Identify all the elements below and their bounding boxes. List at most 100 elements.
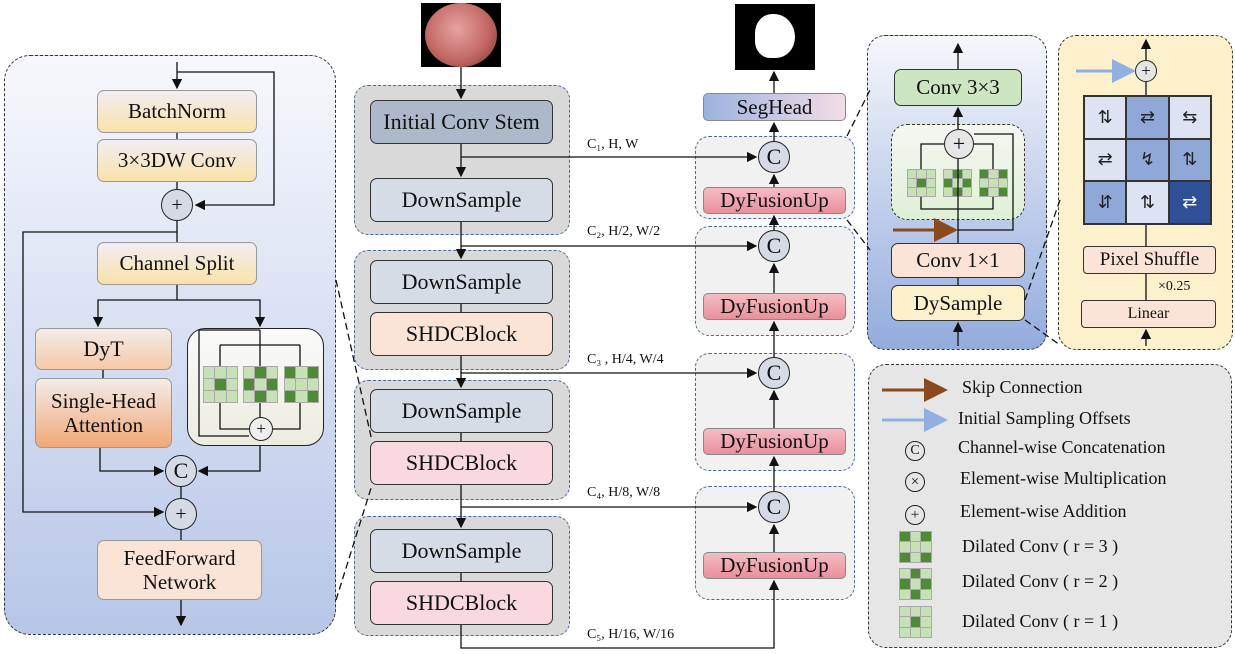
add-node-dilated: + (249, 417, 273, 441)
conv1-label: Conv 1×1 (916, 248, 1000, 273)
dilated-r1-icon (899, 606, 932, 638)
downsample-block-3: DownSample (370, 389, 553, 433)
dilated-r2-icon (899, 568, 932, 600)
scale-factor-label: ×0.25 (1158, 279, 1191, 294)
concat-icon: C (766, 494, 782, 519)
segmentation-mask (755, 14, 795, 58)
dyfusionup-label: DyFusionUp (720, 429, 829, 454)
offset-cell: ⇅ (1084, 96, 1127, 139)
seghead-block: SegHead (703, 93, 846, 121)
dilated-r2-icon (243, 366, 278, 403)
downsample-block-2: DownSample (370, 260, 553, 304)
legend-label-r3: Dilated Conv ( r = 3 ) (962, 536, 1119, 556)
pixel-shuffle-block: Pixel Shuffle (1083, 246, 1216, 274)
offset-cell: ⇄ (1168, 181, 1211, 224)
dyfusionup-label: DyFusionUp (720, 294, 829, 319)
concat-icon: C (766, 360, 782, 385)
dilated-r3-icon (284, 366, 319, 403)
offset-cell: ↯ (1126, 138, 1169, 182)
offset-cell: ⇆ (1168, 96, 1211, 139)
dyt-label: DyT (83, 336, 124, 362)
concat-node-dec-3: C (758, 357, 790, 389)
legend-label-offsets: Initial Sampling Offsets (958, 408, 1131, 428)
input-image (421, 3, 501, 67)
ffn-block: FeedForward Network (97, 540, 262, 600)
stem-label: Initial Conv Stem (383, 109, 540, 135)
skip-label-2: C₂, H/2, W/2 (587, 224, 661, 239)
channel-split-block: Channel Split (97, 242, 257, 285)
dwconv-label: 3×3DW Conv (117, 148, 237, 173)
dilated-r1-icon (203, 366, 238, 403)
add-node-1: + (161, 189, 193, 221)
dilated-r2-icon (943, 169, 972, 197)
concat-node: C (165, 455, 197, 487)
offset-cell: ⇄ (1084, 138, 1127, 182)
add-icon: + (1141, 61, 1151, 80)
offset-cell: ⇅ (1168, 138, 1211, 182)
add-icon: + (905, 505, 925, 525)
linear-label: Linear (1127, 304, 1170, 322)
conv1x1-block: Conv 1×1 (891, 243, 1025, 278)
dyt-block: DyT (35, 328, 172, 370)
add-node-dysample: + (1135, 60, 1157, 82)
dysample-label: DySample (913, 290, 1003, 315)
concat-icon: C (173, 458, 189, 483)
attention-block: Single-Head Attention (35, 378, 172, 448)
downsample-block-1: DownSample (370, 178, 553, 222)
conv3-label: Conv 3×3 (916, 75, 1000, 100)
pixel-shuffle-label: Pixel Shuffle (1099, 249, 1200, 271)
ffn-label: FeedForward Network (123, 545, 236, 594)
output-mask-image (735, 4, 815, 70)
add-icon: + (171, 193, 183, 216)
downsample-label: DownSample (401, 187, 522, 213)
legend-label-r1: Dilated Conv ( r = 1 ) (962, 611, 1119, 631)
downsample-label: DownSample (401, 398, 522, 424)
concat-symbol: C (910, 443, 920, 458)
shdc-block-4: SHDCBlock (370, 581, 553, 625)
shdc-block-3: SHDCBlock (370, 441, 553, 485)
downsample-label: DownSample (401, 269, 522, 295)
offset-cell: ⇅ (1126, 181, 1169, 224)
batchnorm-label: BatchNorm (128, 99, 226, 124)
seghead-label: SegHead (736, 94, 813, 119)
legend-label-add: Element-wise Addition (960, 501, 1127, 521)
dyfusionup-block-4: DyFusionUp (703, 552, 846, 579)
skip-label-4: C₄, H/8, W/8 (587, 485, 661, 500)
add-icon: + (175, 502, 187, 525)
concat-icon: C (766, 144, 782, 169)
skip-label-3: C₃ , H/4, W/4 (587, 352, 664, 367)
multiply-symbol: × (910, 473, 920, 490)
dyfusionup-block-3: DyFusionUp (703, 428, 846, 455)
concat-node-dec-2: C (758, 230, 790, 262)
dyfusionup-label: DyFusionUp (720, 188, 829, 213)
dyfusionup-block-2: DyFusionUp (703, 293, 846, 320)
conv3x3-block: Conv 3×3 (894, 69, 1022, 106)
dilated-r1-icon (907, 169, 936, 197)
downsample-label: DownSample (401, 538, 522, 564)
offset-cell: ⇵ (1084, 181, 1127, 224)
downsample-block-4: DownSample (370, 529, 553, 573)
add-icon: + (256, 419, 266, 438)
legend-label-concat: Channel-wise Concatenation (958, 437, 1166, 457)
shdc-label: SHDCBlock (405, 321, 518, 347)
concat-node-dec-1: C (758, 141, 790, 173)
offset-cell: ⇄ (1126, 96, 1169, 139)
offset-grid: ⇅⇄⇆ ⇄↯⇅ ⇵⇅⇄ (1083, 95, 1212, 225)
add-symbol: + (910, 506, 920, 523)
linear-block: Linear (1081, 300, 1216, 328)
channel-split-label: Channel Split (119, 251, 235, 276)
dwconv-block: 3×3DW Conv (97, 139, 257, 182)
dilated-r3-icon (979, 169, 1008, 197)
concat-icon: C (766, 233, 782, 258)
concat-icon: C (905, 441, 925, 461)
add-node-2: + (165, 498, 197, 530)
add-node-dyfusion: + (944, 129, 974, 159)
initial-conv-stem-block: Initial Conv Stem (370, 100, 553, 144)
concat-node-dec-4: C (758, 491, 790, 523)
multiply-icon: × (905, 472, 925, 492)
legend-label-multiply: Element-wise Multiplication (960, 468, 1167, 488)
legend-label-r2: Dilated Conv ( r = 2 ) (962, 571, 1119, 591)
shdc-block-2: SHDCBlock (370, 312, 553, 356)
attention-label: Single-Head Attention (51, 388, 156, 437)
dyfusionup-label: DyFusionUp (720, 553, 829, 578)
